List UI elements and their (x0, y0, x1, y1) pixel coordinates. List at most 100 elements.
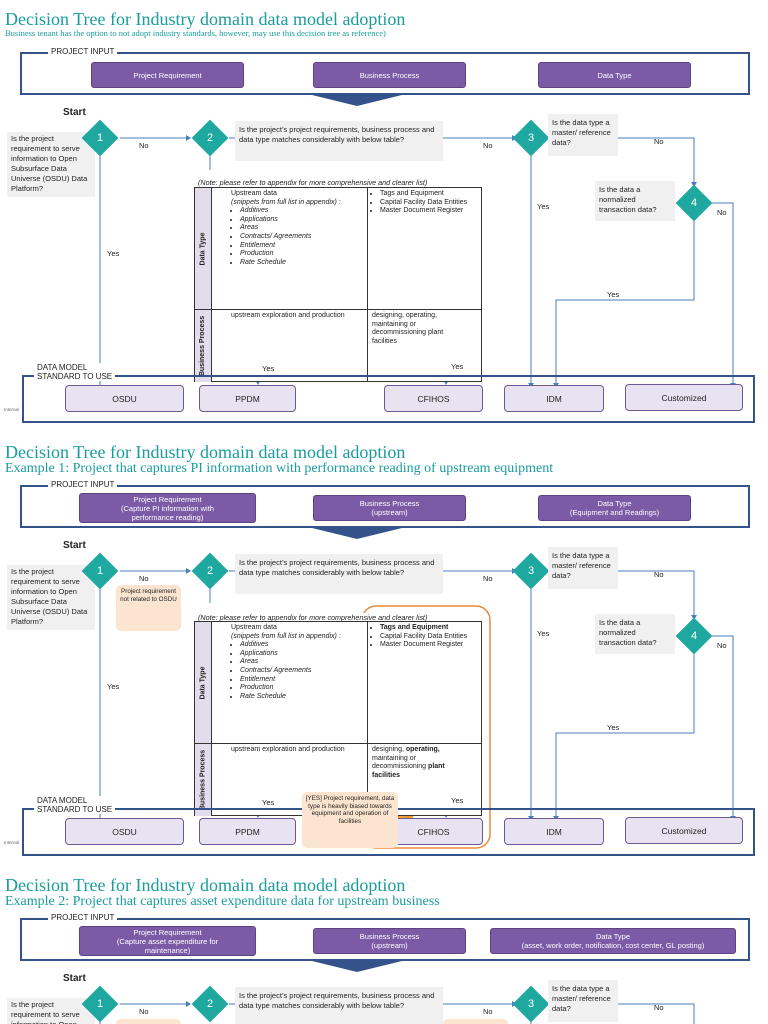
label-no-3: No (654, 137, 664, 146)
upstream-data-cell: Upstream data (snippets from full list i… (231, 190, 361, 267)
decision-3-number: 3 (527, 998, 535, 1010)
label-no-2: No (483, 1007, 493, 1016)
question-4: Is the data a normalized transaction dat… (595, 181, 675, 221)
decision-3-number: 3 (527, 565, 535, 577)
callout-not-related-osdu: Project requirement not related to OSDU (116, 585, 181, 631)
bp-facilities-cell: designing, operating, maintaining or dec… (372, 746, 445, 779)
project-input-frame (20, 485, 750, 528)
slide-title: Decision Tree for Industry domain data m… (5, 442, 406, 462)
decision-4-number: 4 (690, 197, 698, 209)
slide-3: Decision Tree for Industry domain data m… (0, 866, 768, 1024)
slide-subtitle: Example 1: Project that captures PI info… (5, 461, 554, 476)
label-yes-4: Yes (607, 723, 620, 732)
bp-upstream-cell: upstream exploration and production (231, 746, 345, 753)
pill-project-requirement: Project Requirement(Capture PI informati… (79, 493, 256, 523)
label-no-2: No (483, 141, 493, 150)
appendix-note: (Note: please refer to appendix for more… (198, 613, 428, 622)
project-input-label: PROJECT INPUT (48, 47, 118, 56)
option-customized: Customized (625, 384, 743, 411)
pill-business-process: Business Process(upstream) (313, 928, 466, 954)
label-no-4: No (717, 641, 727, 650)
slide-2: Decision Tree for Industry domain data m… (0, 433, 768, 866)
option-idm: IDM (504, 818, 604, 845)
label-no-1: No (139, 141, 149, 150)
row-header-business-process: Business Process (195, 309, 212, 382)
question-1: Is the project requirement to serve info… (7, 132, 95, 197)
label-yes-1: Yes (107, 682, 120, 691)
question-2: Is the project’s project requirements, b… (235, 554, 443, 594)
project-input-label: PROJECT INPUT (48, 913, 118, 922)
bp-facilities-cell: designing, operating, maintaining or dec… (372, 312, 444, 345)
start-label: Start (63, 107, 86, 118)
appendix-note: (Note: please refer to appendix for more… (198, 178, 428, 187)
output-frame (22, 375, 755, 423)
question-4: Is the data a normalized transaction dat… (595, 614, 675, 654)
pill-business-process: Business Process(upstream) (313, 495, 466, 521)
reference-table: Data Type Business Process Upstream data… (194, 187, 482, 382)
question-3: Is the data type a master/ reference dat… (548, 980, 618, 1022)
callout-peach-partial (116, 1019, 181, 1024)
project-input-frame (20, 52, 750, 95)
slide-title: Decision Tree for Industry domain data m… (5, 875, 406, 895)
option-osdu: OSDU (65, 818, 184, 845)
label-no-1: No (139, 1007, 149, 1016)
slide-subtitle: Example 2: Project that captures asset e… (5, 894, 440, 909)
project-input-label: PROJECT INPUT (48, 480, 118, 489)
decision-2-number: 2 (206, 998, 214, 1010)
pill-data-type: Data Type(asset, work order, notificatio… (490, 928, 736, 954)
internal-label: Internal (4, 407, 20, 412)
callout-yes-cfihos: [YES] Project requirement, data type is … (302, 792, 398, 848)
decision-4-number: 4 (690, 630, 698, 642)
pill-project-requirement: Project Requirement(Capture asset expend… (79, 926, 256, 956)
label-yes-ppdm: Yes (262, 798, 275, 807)
project-input-frame (20, 918, 750, 961)
option-osdu: OSDU (65, 385, 184, 412)
question-1: Is the project requirement to serve info… (7, 565, 95, 630)
decision-1-number: 1 (96, 132, 104, 144)
option-customized: Customized (625, 817, 743, 844)
question-3: Is the data type a master/ reference dat… (548, 547, 618, 589)
label-no-3: No (654, 570, 664, 579)
decision-2-number: 2 (206, 565, 214, 577)
question-2: Is the project’s project requirements, b… (235, 987, 443, 1024)
decision-2-number: 2 (206, 132, 214, 144)
label-no-4: No (717, 208, 727, 217)
question-3: Is the data type a master/ reference dat… (548, 114, 618, 156)
bp-upstream-cell: upstream exploration and production (231, 312, 345, 319)
row-header-business-process: Business Process (195, 743, 212, 816)
facility-data-cell: Tags and Equipment Capital Facility Data… (372, 624, 477, 650)
slide-title: Decision Tree for Industry domain data m… (5, 9, 406, 29)
option-cfihos: CFIHOS (384, 385, 483, 412)
label-no-2: No (483, 574, 493, 583)
callout-peach-partial-2 (443, 1019, 508, 1024)
question-2: Is the project’s project requirements, b… (235, 121, 443, 161)
label-yes-cfihos: Yes (451, 796, 464, 805)
option-cfihos: CFIHOS (384, 818, 483, 845)
label-yes-1: Yes (107, 249, 120, 258)
decision-1-number: 1 (96, 998, 104, 1010)
label-yes-3: Yes (537, 629, 550, 638)
row-header-data-type: Data Type (195, 188, 212, 309)
slide-1: Decision Tree for Industry domain data m… (0, 0, 768, 433)
pill-data-type: Data Type(Equipment and Readings) (538, 495, 691, 521)
label-yes-3: Yes (537, 202, 550, 211)
label-no-3: No (654, 1003, 664, 1012)
row-header-data-type: Data Type (195, 622, 212, 743)
pill-data-type: Data Type (538, 62, 691, 88)
internal-label: Internal (4, 840, 20, 845)
upstream-data-cell: Upstream data (snippets from full list i… (231, 624, 361, 701)
start-label: Start (63, 973, 86, 984)
pill-project-requirement: Project Requirement (91, 62, 244, 88)
pill-business-process: Business Process (313, 62, 466, 88)
label-no-1: No (139, 574, 149, 583)
question-1: Is the project requirement to serve info… (7, 998, 95, 1024)
start-label: Start (63, 540, 86, 551)
reference-table: Data Type Business Process Upstream data… (194, 621, 482, 816)
option-ppdm: PPDM (199, 385, 296, 412)
option-ppdm: PPDM (199, 818, 296, 845)
facility-data-cell: Tags and Equipment Capital Facility Data… (372, 190, 477, 216)
label-yes-cfihos: Yes (451, 362, 464, 371)
slide-subtitle: Business tenant has the option to not ad… (5, 28, 386, 38)
